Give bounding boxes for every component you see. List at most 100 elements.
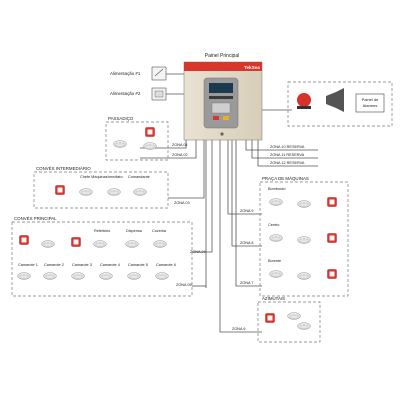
label-refeitorio: Refeitório [94,229,110,233]
power1-label: Alimentação #1 [110,71,141,76]
maquinas-detector-boreste-1[interactable] [269,270,283,278]
intermediario-detector-imediato[interactable] [107,188,121,196]
principal-detector-camarote-5[interactable] [127,272,141,280]
principal-detector-dispensa[interactable] [125,240,139,248]
device-labels: Chefe Máquinas Imediato Comandante Refei… [18,175,286,267]
zone10-line [245,138,318,151]
detector-led [76,273,80,276]
label-boreste: Boreste [268,259,281,263]
maquinas-detector-bombordo-1[interactable] [269,198,283,206]
detector-led [302,273,306,276]
principal-detector-camarote-1[interactable] [17,272,31,280]
detector-led [160,273,164,276]
detector-led [118,141,122,144]
principal-detector-refeitorio[interactable] [93,240,107,248]
manual-call-point-glass [329,199,335,205]
intermediario-manual-station[interactable] [55,185,65,195]
manual-call-point-glass [329,271,335,277]
label-chefe-maquinas: Chefe Máquinas [80,175,108,179]
panel-key-yellow[interactable] [223,116,229,120]
detector-led [302,237,306,240]
principal-detector-camarote-3[interactable] [71,272,85,280]
intermediario-detector-comandante[interactable] [133,188,147,196]
zone04-label: ZONA 04 [190,250,206,254]
passadico-detector-1[interactable] [113,140,127,148]
principal-detector-camarote-4[interactable] [99,272,113,280]
panel-lcd[interactable] [209,83,233,93]
wiring [140,73,318,333]
panel-keypad[interactable] [211,102,231,114]
maquinas-detector-bombordo-2[interactable] [297,200,311,208]
zone6-label: ZONA 6 [232,327,246,331]
conves-principal-box [11,221,193,297]
principal-manual-station-2[interactable] [71,237,81,247]
azimutais-detector-1[interactable] [287,312,301,320]
power2-label: Alimentação #2 [110,91,141,96]
manual-call-point-glass [147,129,153,135]
principal-detector-a[interactable] [41,240,55,248]
azimutais-manual-station[interactable] [265,313,275,323]
panel-brand: TekSea [244,65,260,70]
panel-led-strip [209,96,233,99]
manual-call-point-glass [329,235,335,241]
label-comandante: Comandante [128,175,150,179]
detector-led [132,273,136,276]
conves-principal-title: CONVÉS PRINCIPAL [14,216,57,221]
label-camarote5: Camarote 5 [128,263,148,267]
alarm-group: Painel de Alarmes [287,81,393,127]
zone6-line [219,140,262,333]
azimutais-box [257,301,321,343]
zone10-label: ZONA 10 RESERVA [270,145,305,149]
zone04-line [192,140,213,253]
detector-led [274,271,278,274]
maquinas-detector-centro-1[interactable] [269,234,283,242]
detector-led [130,241,134,244]
power1-glyph [154,68,164,77]
maquinas-manual-station-bombordo[interactable] [327,197,337,207]
maquinas-detector-centro-2[interactable] [297,236,311,244]
strobe-light-icon [297,93,311,107]
strobe-base [297,106,311,109]
group-boxes [11,121,349,343]
label-dispensa: Dispensa [126,229,143,233]
passadico-manual-station[interactable] [145,127,155,137]
label-imediato: Imediato [108,175,123,179]
horn-icon [326,88,344,112]
detector-led [112,189,116,192]
zone7-line [235,140,262,287]
maquinas-detector-boreste-2[interactable] [297,272,311,280]
passadico-title: PASSADIÇO [108,116,134,121]
label-centro: Centro [268,223,279,227]
alarm-group-border [287,81,393,127]
battery-icon [154,90,164,98]
panel-title: Painel Principal [205,53,239,59]
conves-intermediario-box [33,171,169,209]
principal-detector-camarote-6[interactable] [155,272,169,280]
panel-key-red[interactable] [213,116,219,120]
zone9-line [227,140,262,215]
detector-led [22,273,26,276]
intermediario-detector-chefe[interactable] [79,188,93,196]
label-camarote1: Camarote 1 [18,263,38,267]
panel-top-bar [184,62,262,71]
power-supplies: Alimentação #1 Alimentação #2 [110,66,167,101]
zone05-label: ZONA 05 [176,283,192,287]
passadico-detector-2[interactable] [143,142,157,150]
maquinas-manual-station-centro[interactable] [327,233,337,243]
principal-detector-cozinha[interactable] [153,240,167,248]
zone9-label: ZONA 9 [240,209,254,213]
zone12-line [257,138,318,167]
detector-led [48,273,52,276]
zone-labels: ZONA 01 ZONA 02 ZONA 03 ZONA 04 ZONA 05 … [172,143,305,331]
zone01-label: ZONA 01 [172,143,188,147]
zone8-line [231,140,262,247]
detector-led [158,241,162,244]
detector-led [274,235,278,238]
azimutais-detector-2[interactable] [297,322,311,330]
maquinas-manual-station-boreste[interactable] [327,269,337,279]
principal-manual-station-1[interactable] [19,235,29,245]
main-panel: Painel Principal TekSea [183,53,263,141]
detector-led [148,143,152,146]
principal-detector-camarote-2[interactable] [43,272,57,280]
manual-call-point-glass [57,187,63,193]
